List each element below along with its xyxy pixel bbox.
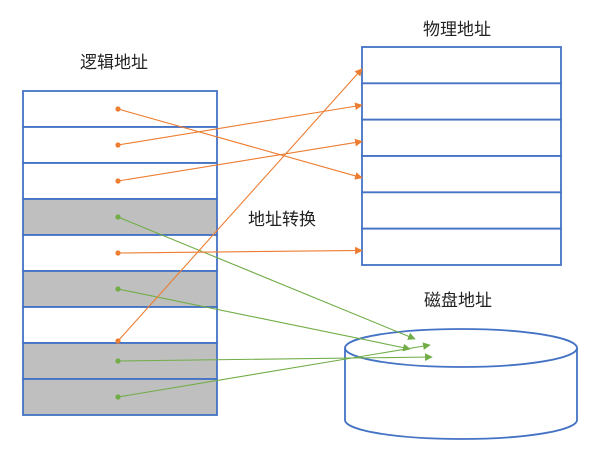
- physical-frame-cell: [361, 227, 562, 266]
- physical-frame-cell: [361, 191, 562, 230]
- disk-top: [344, 328, 578, 368]
- logical-page-cell: [22, 306, 218, 344]
- disk-body: [344, 348, 578, 440]
- logical-address-title: 逻辑地址: [80, 53, 148, 73]
- mapping-arrow: [117, 353, 433, 362]
- physical-frame-table: [361, 46, 562, 266]
- disk-address-title: 磁盘地址: [424, 291, 492, 311]
- mapping-arrow: [117, 216, 416, 340]
- logical-page-cell: [22, 342, 218, 380]
- mapping-arrow: [117, 102, 363, 146]
- mapping-arrow: [117, 138, 363, 182]
- physical-frame-cell: [361, 118, 562, 157]
- disk-cylinder: [344, 328, 578, 440]
- physical-frame-cell: [361, 82, 562, 121]
- source-dot: [115, 178, 121, 184]
- mapping-arrow: [117, 246, 363, 255]
- source-dot: [115, 358, 121, 364]
- source-dot: [115, 214, 121, 220]
- source-dot: [115, 286, 121, 292]
- physical-frame-cell: [361, 46, 562, 85]
- source-dot: [115, 142, 121, 148]
- mapping-arrow: [117, 108, 363, 180]
- source-dot: [115, 338, 121, 344]
- source-dot: [115, 250, 121, 256]
- mapping-arrows: [115, 68, 433, 400]
- mapping-arrow: [117, 342, 431, 398]
- mapping-arrow: [117, 68, 363, 342]
- address-translation-label: 地址转换: [248, 210, 316, 230]
- physical-frame-cell: [361, 155, 562, 194]
- mapping-arrow: [117, 288, 411, 352]
- source-dot: [115, 394, 121, 400]
- source-dot: [115, 106, 121, 112]
- physical-address-title: 物理地址: [423, 20, 491, 40]
